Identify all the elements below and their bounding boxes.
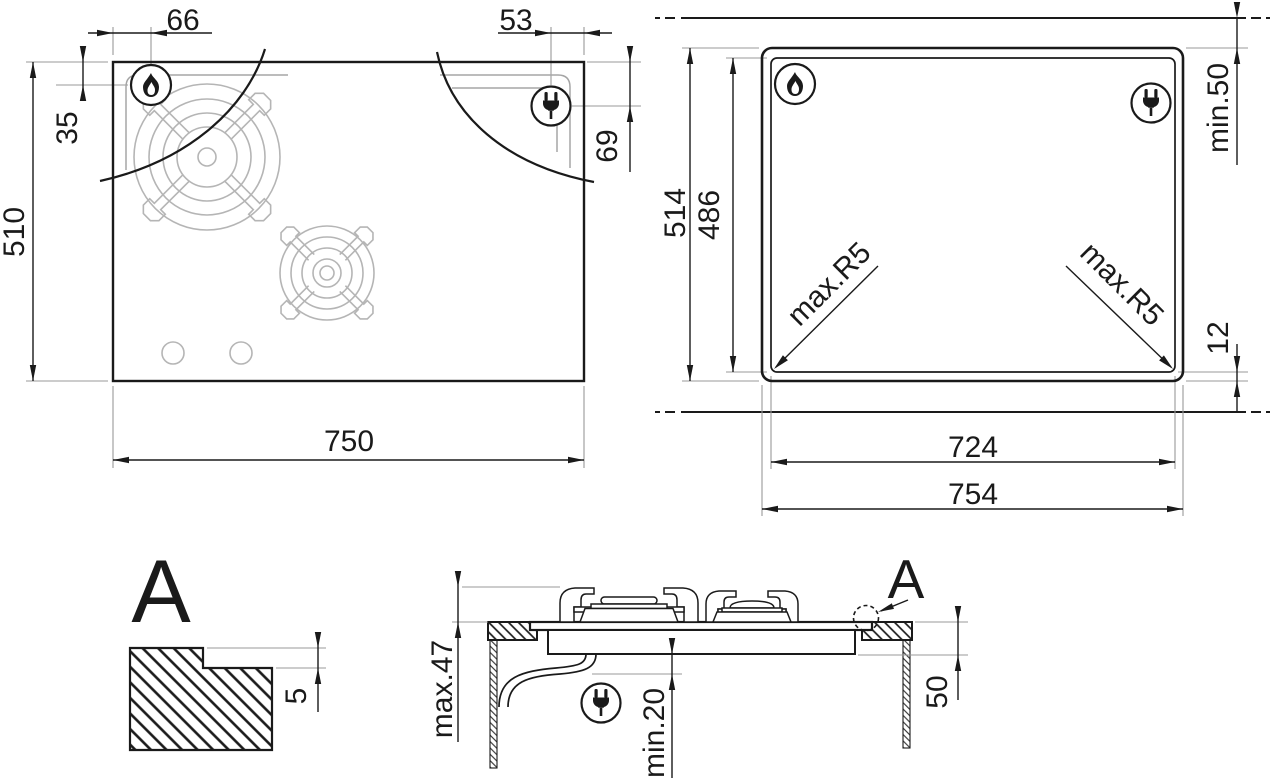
detail-extension-lines [207, 647, 326, 669]
plug-icon [530, 85, 572, 127]
power-cable [498, 653, 597, 708]
burner-section-right [705, 590, 799, 623]
dim-hob-height: 510 [0, 207, 31, 257]
detail-arrows [314, 632, 322, 684]
cabinet-panel-right [902, 639, 911, 749]
dim-outer-height: 514 [659, 188, 692, 238]
control-knob [161, 341, 185, 365]
flame-icon [129, 63, 173, 107]
dim-side-depth: 50 [921, 675, 954, 708]
hob-top-panel [528, 620, 874, 632]
section-arrows [454, 571, 962, 690]
dim-bottom-offset: 12 [1202, 321, 1235, 354]
detail-callout-label: A [888, 548, 925, 610]
section-extension-lines [452, 586, 968, 675]
cabinet-panel-left [489, 639, 498, 769]
top-view-arrows [29, 29, 634, 464]
break-curve-left [99, 48, 267, 183]
rebate-outline [760, 46, 1185, 383]
radius-leaders [775, 265, 1172, 368]
hob-outline [111, 60, 586, 383]
burner-section-left [559, 587, 699, 623]
detail-view: A 5 [128, 541, 326, 752]
small-burner [279, 225, 375, 321]
worktop-rebate-section [128, 646, 274, 752]
dim-burner-offset-x: 66 [166, 4, 199, 37]
dim-step-depth: 5 [280, 688, 313, 705]
plug-icon [580, 682, 622, 724]
dim-outer-width: 754 [948, 478, 998, 511]
cutout-extension-lines [682, 47, 1248, 516]
dim-corner-radius-left: max.R5 [781, 236, 877, 332]
dim-plug-offset-y: 69 [591, 129, 624, 162]
cutout-outline [770, 57, 1176, 373]
flame-icon [773, 62, 817, 106]
dim-inner-width: 724 [948, 431, 998, 464]
cutout-view: 514 486 min.50 12 max.R5 max.R5 724 754 [655, 2, 1270, 516]
cutout-arrows [686, 2, 1241, 513]
cutout-dimension-lines [689, 18, 1238, 510]
detail-callout-arrowhead [878, 603, 894, 612]
dim-plug-offset-x: 53 [499, 4, 532, 37]
dim-height-above: max.47 [426, 640, 459, 738]
plug-icon [1130, 82, 1172, 124]
detail-title: A [131, 541, 191, 641]
worktop-edge-lines [655, 17, 1270, 413]
large-burner [133, 83, 281, 231]
top-view: 66 53 35 510 69 750 [0, 4, 641, 468]
dim-hob-width: 750 [324, 425, 374, 458]
dim-burner-offset-y: 35 [51, 111, 84, 144]
section-view: A max.47 min.20 50 [426, 548, 968, 778]
detail-callout-circle [852, 604, 880, 632]
dim-clearance-below: min.20 [638, 688, 671, 778]
dim-rear-clearance: min.50 [1202, 63, 1235, 153]
dim-corner-radius-right: max.R5 [1074, 236, 1170, 332]
break-curve-right [435, 51, 595, 184]
dim-inner-height: 486 [693, 190, 726, 240]
hob-tub [547, 629, 856, 655]
control-knob [229, 341, 253, 365]
hob-inset-lines [125, 74, 571, 170]
radius-arrowheads [774, 355, 1173, 369]
